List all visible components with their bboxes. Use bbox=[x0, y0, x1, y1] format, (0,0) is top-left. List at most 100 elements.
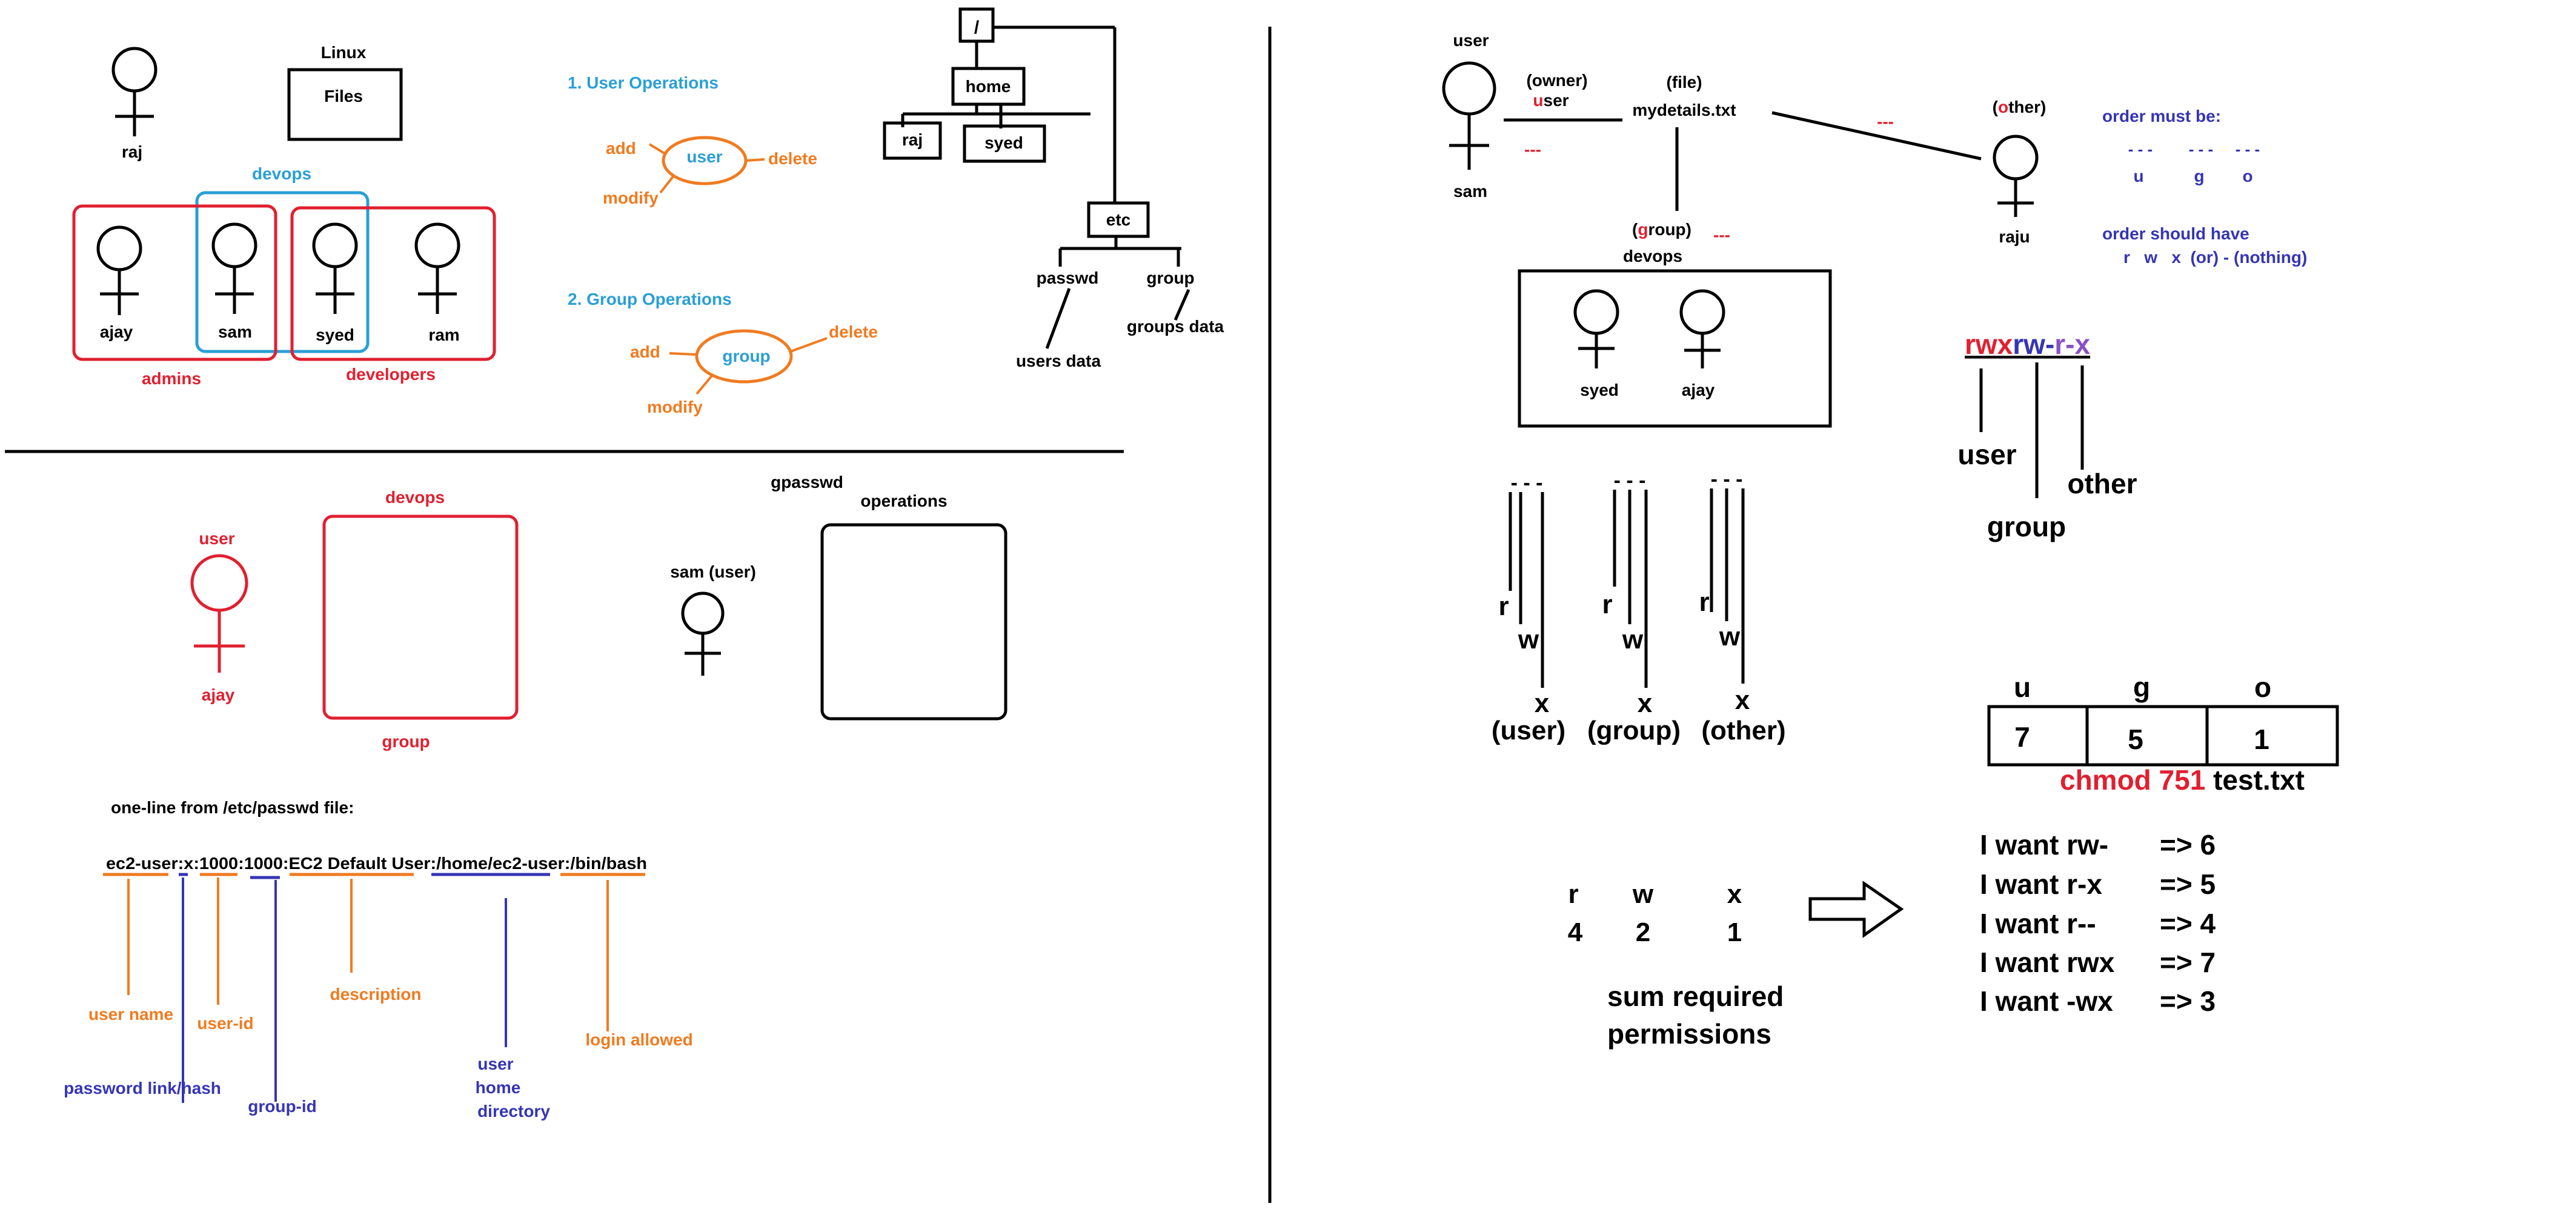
chmod-header-u: u bbox=[2014, 671, 2031, 703]
user-id-label: user-id bbox=[197, 1014, 253, 1033]
other-dashes: --- bbox=[1877, 112, 1894, 131]
member-syed: syed bbox=[1580, 381, 1619, 399]
right-arrow-icon bbox=[1808, 881, 1904, 938]
fs-passwd: passwd bbox=[1037, 268, 1099, 287]
fs-etc: etc bbox=[1106, 210, 1130, 229]
rwx-x-group: x bbox=[1638, 688, 1653, 718]
chmod-value-u: 7 bbox=[2014, 721, 2030, 753]
stick-figure-sam-owner bbox=[1442, 61, 1496, 170]
group-dashes: --- bbox=[1713, 225, 1730, 244]
sum-required-line-2: permissions bbox=[1607, 1018, 1771, 1050]
user-operations-title: 1. User Operations bbox=[568, 73, 719, 92]
order-dashes-g: - - - bbox=[2189, 140, 2213, 158]
owner-dashes: --- bbox=[1524, 140, 1541, 159]
rwx-example-group: group bbox=[1987, 511, 2066, 542]
files-box bbox=[287, 68, 403, 141]
passwd-title: one-line from /etc/passwd file: bbox=[111, 798, 354, 817]
value-w-number: 2 bbox=[1636, 918, 1650, 947]
devops-red-label: devops bbox=[385, 488, 445, 507]
ownership-lines bbox=[1504, 111, 1982, 211]
devops-group-box bbox=[195, 191, 370, 353]
devops-owner-label: devops bbox=[1623, 247, 1682, 265]
fs-etc-box bbox=[1087, 201, 1150, 238]
stick-figure-ram bbox=[414, 222, 460, 314]
login-allowed-label: login allowed bbox=[585, 1030, 692, 1049]
rwx-x-user: x bbox=[1535, 688, 1550, 718]
want-row-3: I want r--=> 4 bbox=[1980, 908, 2216, 939]
owner-user-text: user bbox=[1533, 91, 1569, 110]
user-ops-add: add bbox=[606, 139, 636, 158]
owner-user-label: user bbox=[1453, 31, 1489, 50]
fs-users-data: users data bbox=[1016, 351, 1101, 370]
order-dashes-o: - - - bbox=[2236, 140, 2260, 158]
want-row-2: I want r-x=> 5 bbox=[1980, 868, 2216, 900]
want-row-4: I want rwx=> 7 bbox=[1980, 947, 2216, 978]
want-row-5: I want -wx=> 3 bbox=[1980, 985, 2216, 1017]
fs-home: home bbox=[966, 77, 1011, 96]
rwx-x-other: x bbox=[1735, 685, 1750, 715]
devops-group-label: devops bbox=[252, 164, 311, 183]
chmod-table-grid bbox=[1987, 705, 2339, 767]
stick-figure-ajay bbox=[96, 225, 142, 315]
stick-figure-ajay-red bbox=[190, 554, 248, 673]
group-id-label: group-id bbox=[248, 1097, 317, 1116]
ajay-red-label: ajay bbox=[202, 685, 235, 704]
want-row-1: I want rw-=> 6 bbox=[1980, 829, 2216, 861]
description-label: description bbox=[330, 985, 422, 1004]
chmod-command: chmod 751 test.txt bbox=[2060, 764, 2305, 796]
rwx-w-user: w bbox=[1518, 625, 1539, 654]
rwx-example-string: rwxrw-r-x bbox=[1965, 328, 2090, 360]
chmod-header-o: o bbox=[2254, 671, 2271, 703]
rwx-dashes-other: - - - bbox=[1711, 468, 1743, 491]
devops-members-box bbox=[1518, 269, 1832, 428]
value-r-letter: r bbox=[1568, 879, 1578, 909]
user-red-label: user bbox=[199, 529, 234, 548]
password-label: password link/hash bbox=[64, 1079, 221, 1097]
passwd-underlines bbox=[103, 873, 645, 1103]
rwx-other-label: (other) bbox=[1701, 716, 1785, 745]
order-u: u bbox=[2133, 167, 2143, 185]
group-ops-delete: delete bbox=[829, 322, 878, 341]
fs-syed-box bbox=[963, 124, 1046, 163]
fs-raj-box bbox=[883, 121, 942, 160]
rwx-example-pointers bbox=[1979, 362, 2084, 498]
group-operations-title: 2. Group Operations bbox=[568, 290, 732, 308]
developers-label: developers bbox=[346, 365, 436, 384]
group-ops-ellipse bbox=[695, 329, 793, 384]
fs-root-box bbox=[958, 7, 995, 43]
value-x-number: 1 bbox=[1727, 918, 1742, 947]
stick-figure-sam-user bbox=[681, 591, 725, 676]
member-ajay: ajay bbox=[1682, 381, 1715, 399]
stick-figure-ajay-member bbox=[1679, 289, 1725, 368]
group-ops-add: add bbox=[630, 342, 660, 361]
home-dir-label-1: user bbox=[477, 1054, 513, 1073]
group-owner-label: (group) bbox=[1632, 220, 1691, 239]
rwx-r-group: r bbox=[1602, 590, 1612, 619]
devops-red-box bbox=[322, 515, 519, 720]
user-ops-center: user bbox=[686, 147, 722, 166]
rwx-w-other: w bbox=[1719, 622, 1741, 651]
fs-syed: syed bbox=[984, 133, 1023, 152]
user-label-ajay: ajay bbox=[100, 322, 133, 341]
stick-figure-syed bbox=[312, 222, 358, 314]
user-name-label: user name bbox=[88, 1005, 173, 1024]
fs-group: group bbox=[1146, 268, 1194, 287]
rwx-diagram-lines bbox=[1509, 488, 1745, 688]
home-dir-label-2: home bbox=[476, 1078, 521, 1097]
rwx-group-label: (group) bbox=[1587, 716, 1681, 745]
order-should-have: order should have bbox=[2102, 224, 2249, 243]
rwx-r-other: r bbox=[1699, 587, 1709, 617]
linux-label: Linux bbox=[321, 43, 367, 62]
passwd-line: ec2-user:x:1000:1000:EC2 Default User:/h… bbox=[106, 854, 647, 873]
order-o: o bbox=[2242, 167, 2252, 185]
user-label-syed: syed bbox=[316, 325, 354, 344]
order-rwx-line: r w x (or) - (nothing) bbox=[2123, 248, 2307, 267]
fs-raj: raj bbox=[902, 130, 923, 149]
fs-tree-lines bbox=[901, 25, 1190, 349]
stick-figure-sam bbox=[211, 222, 257, 314]
sam-user-label: sam (user) bbox=[670, 562, 756, 581]
chmod-value-g: 5 bbox=[2128, 724, 2143, 755]
home-dir-label-3: directory bbox=[477, 1102, 550, 1121]
rwx-w-group: w bbox=[1622, 625, 1644, 654]
